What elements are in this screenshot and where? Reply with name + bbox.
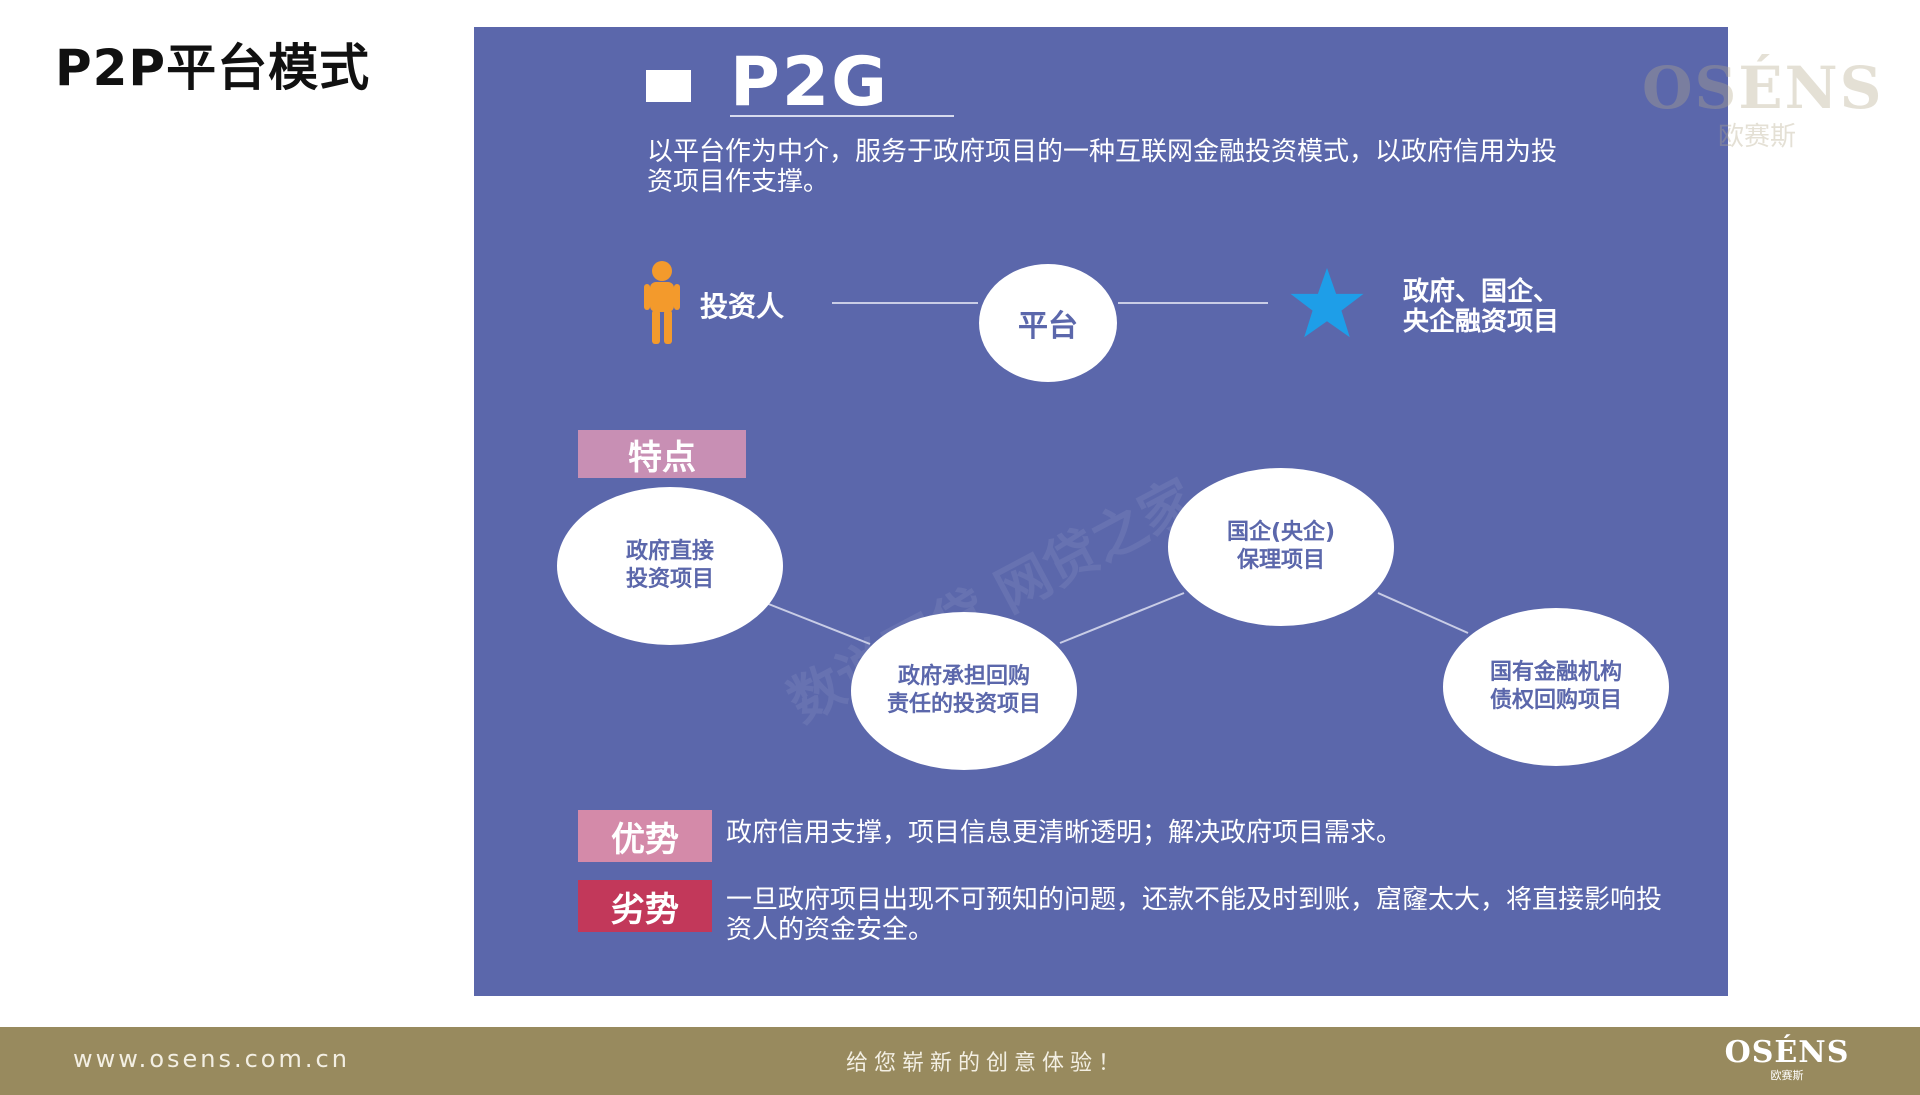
disadvantage-tag: 劣势 [578,880,712,932]
connector-line [832,302,978,304]
feature-links [765,592,1469,645]
feature-line1: 国企(央企) [1226,520,1336,545]
brand-logo-word: OSÉNS [1642,54,1884,122]
gov-label-line1: 政府、国企、 [1403,277,1560,307]
feature-bubble: 国有金融机构 债权回购项目 [1443,608,1669,766]
gov-label-line2: 央企融资项目 [1403,307,1560,337]
footer-logo: OSÉNS 欧赛斯 [1722,1035,1852,1083]
feature-line2: 责任的投资项目 [886,692,1041,717]
heading-underline [730,115,954,117]
investor-label: 投资人 [700,290,785,323]
person-icon [644,261,680,344]
gov-projects-label: 政府、国企、 央企融资项目 [1403,277,1643,337]
heading-bullet [646,70,691,102]
brand-logo-sub: 欧赛斯 [1717,122,1796,152]
feature-line2: 投资项目 [625,567,714,592]
advantage-text: 政府信用支撑，项目信息更清晰透明；解决政府项目需求。 [726,818,1403,848]
p2g-heading: P2G [730,43,889,122]
connector-line [1118,302,1268,304]
platform-label: 平台 [1018,309,1078,344]
footer-slogan: 给您崭新的创意体验！ [846,1051,1127,1076]
platform-node: 平台 [979,264,1117,382]
feature-line1: 政府承担回购 [897,664,1030,689]
slide-title: P2P平台模式 [55,39,371,97]
features-tag: 特点 [578,430,746,478]
brand-logo: OSÉNS 欧赛斯 [1642,54,1884,154]
footer-bar: www.osens.com.cn 给您崭新的创意体验！ OSÉNS 欧赛斯 [0,1027,1920,1095]
feature-bubble: 政府承担回购 责任的投资项目 [851,612,1077,770]
feature-bubble: 政府直接 投资项目 [557,487,783,645]
footer-logo-sub: 欧赛斯 [1770,1069,1804,1082]
feature-line1: 政府直接 [625,539,714,564]
p2g-panel: 数说网贷 网贷之家 P2G 以平台作为中介，服务于政府项目的一种互联网金融投资模… [474,27,1728,996]
footer-url: www.osens.com.cn [73,1045,350,1073]
star-icon [1290,268,1364,338]
p2g-description: 以平台作为中介，服务于政府项目的一种互联网金融投资模式，以政府信用为投资项目作支… [647,137,1558,197]
feature-line2: 保理项目 [1236,548,1325,573]
feature-line1: 国有金融机构 [1489,660,1622,685]
advantage-tag: 优势 [578,810,712,862]
footer-logo-word: OSÉNS [1724,1035,1850,1070]
feature-line2: 债权回购项目 [1489,688,1622,713]
disadvantage-text: 一旦政府项目出现不可预知的问题，还款不能及时到账，窟窿太大，将直接影响投资人的资… [726,885,1663,945]
feature-bubble: 国企(央企) 保理项目 [1168,468,1394,626]
